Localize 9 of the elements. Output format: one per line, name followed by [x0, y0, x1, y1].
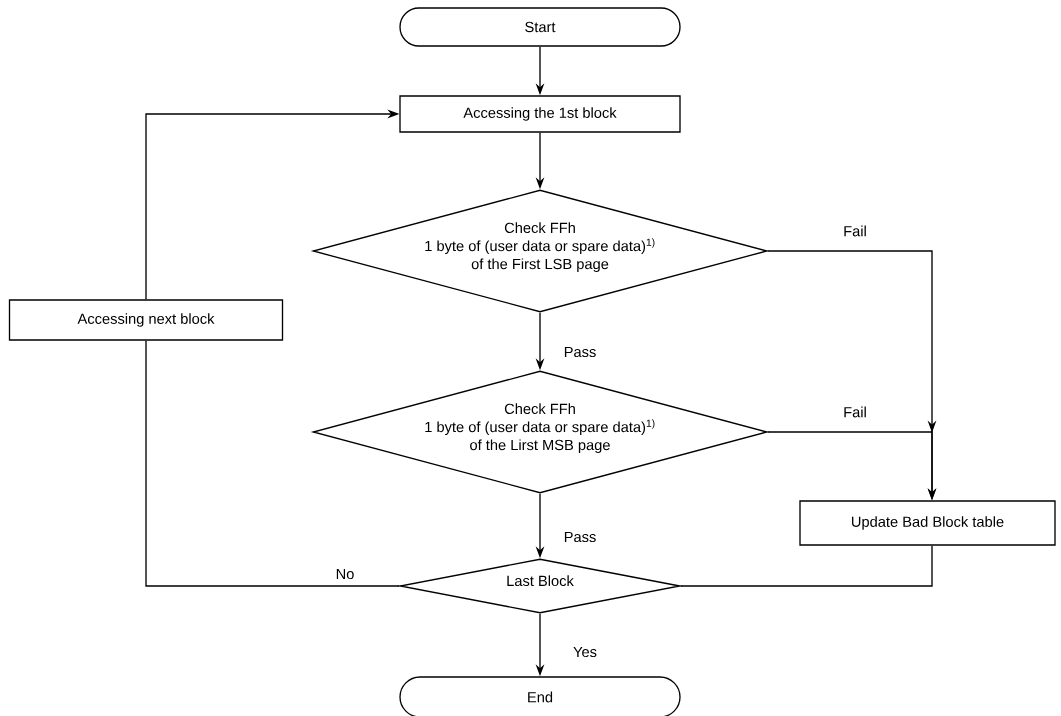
edge-label: Pass [564, 531, 596, 543]
process-box: Accessing the 1st block [399, 95, 681, 133]
edge-label: Fail [844, 225, 866, 237]
edge-label: No [336, 568, 354, 580]
edge-label: Pass [564, 346, 596, 358]
process-box: Accessing next block [8, 299, 284, 341]
edge-label: Yes [573, 646, 597, 658]
edge-label: Fail [844, 406, 866, 418]
process-box: Update Bad Block table [799, 500, 1056, 546]
